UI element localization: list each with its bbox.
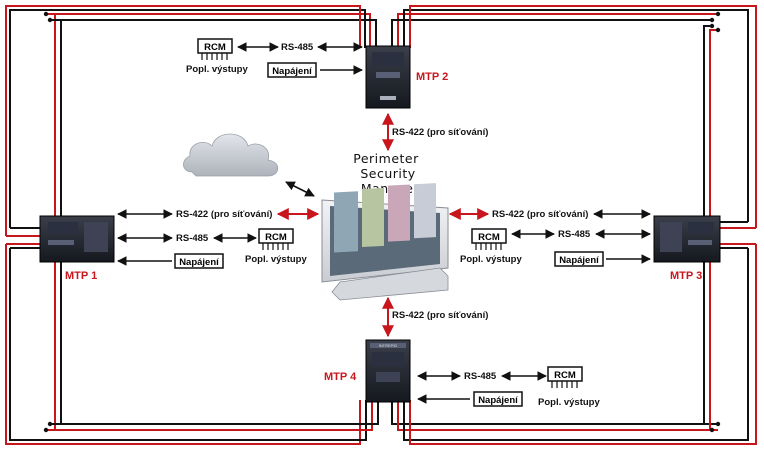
rcm-module-mtp1: RCM (258, 228, 294, 250)
mtp3-unit (653, 215, 721, 263)
rs422-label-mtp1: RS-422 (pro síťování) (176, 209, 272, 220)
svg-text:Security: Security (360, 166, 415, 181)
svg-text:RCM: RCM (554, 370, 576, 381)
mtp2-label: MTP 2 (416, 71, 448, 83)
rcm-caption-mtp2: Popl. výstupy (186, 64, 248, 75)
rcm-module-mtp3: RCM (471, 228, 507, 250)
power-module-mtp4: Napájení (473, 391, 523, 407)
svg-text:Napájení: Napájení (179, 257, 219, 268)
svg-text:RCM: RCM (204, 42, 226, 53)
power-module-mtp3: Napájení (554, 251, 604, 267)
cloud-icon (183, 133, 279, 177)
mtp1-label: MTP 1 (65, 270, 97, 282)
svg-text:Perimeter: Perimeter (353, 151, 419, 166)
rcm-caption-mtp4: Popl. výstupy (538, 397, 600, 408)
svg-text:RCM: RCM (478, 232, 500, 243)
rcm-caption-mtp1: Popl. výstupy (245, 254, 307, 265)
rs422-label-mtp2: RS-422 (pro síťování) (392, 127, 488, 138)
mtp4-unit: INTREPID (365, 339, 411, 403)
rs485-label-mtp2: RS-485 (281, 42, 314, 53)
power-module-mtp2: Napájení (267, 62, 317, 78)
workstation-monitor (321, 183, 449, 301)
power-module-mtp1: Napájení (174, 253, 224, 269)
svg-text:RCM: RCM (265, 232, 287, 243)
mtp2-unit (365, 45, 411, 109)
mtp3-label: MTP 3 (670, 270, 702, 282)
rs485-label-mtp4: RS-485 (464, 371, 497, 382)
rcm-module-mtp2: RCM (197, 38, 233, 60)
svg-text:Napájení: Napájení (272, 66, 312, 77)
cable-terminals (43, 11, 721, 433)
rcm-module-mtp4: RCM (547, 366, 583, 388)
svg-text:Napájení: Napájení (478, 395, 518, 406)
perimeter-cables (5, 5, 757, 445)
rs485-label-mtp1: RS-485 (176, 233, 209, 244)
rs422-label-mtp3: RS-422 (pro síťování) (492, 209, 588, 220)
rs485-label-mtp3: RS-485 (558, 229, 591, 240)
rs422-label-mtp4: RS-422 (pro síťování) (392, 310, 488, 321)
svg-text:INTREPID: INTREPID (379, 343, 398, 348)
rcm-caption-mtp3: Popl. výstupy (460, 254, 522, 265)
mtp4-label: MTP 4 (324, 371, 357, 383)
mtp1-unit (39, 215, 115, 263)
svg-text:Napájení: Napájení (559, 255, 599, 266)
cloud-link-arrow (285, 181, 315, 197)
